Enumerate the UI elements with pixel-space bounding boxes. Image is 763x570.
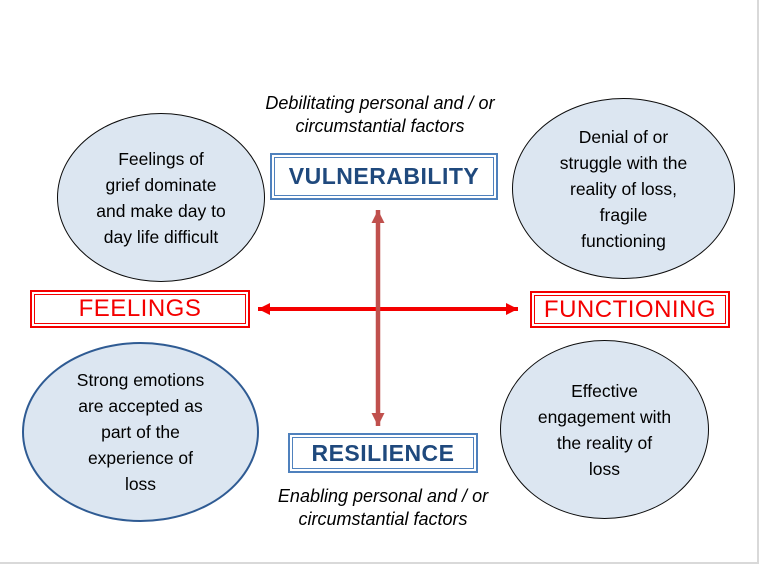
ellipse-text: Denial of or struggle with the reality o… (559, 126, 688, 251)
resilience-box: RESILIENCE (288, 433, 478, 473)
ellipse-feelings-vulnerability: Feelings of grief dominate and make day … (57, 113, 265, 282)
enabling-factors-caption: Enabling personal and / or circumstantia… (277, 486, 489, 529)
resilience-label: RESILIENCE (311, 439, 455, 466)
functioning-label: FUNCTIONING (543, 295, 717, 323)
ellipse-text: Effective engagement with the reality of… (537, 380, 672, 479)
vulnerability-label: VULNERABILITY (288, 163, 480, 189)
feelings-label: FEELINGS (78, 295, 202, 322)
ellipse-text: Feelings of grief dominate and make day … (96, 148, 226, 247)
ellipse-feelings-resilience: Strong emotions are accepted as part of … (22, 342, 259, 522)
ellipse-text: Strong emotions are accepted as part of … (76, 370, 205, 494)
page-edge-right (757, 0, 759, 564)
ellipse-functioning-vulnerability: Denial of or struggle with the reality o… (512, 98, 735, 279)
debilitating-factors-caption: Debilitating personal and / or circumsta… (265, 93, 495, 136)
feelings-box: FEELINGS (30, 290, 250, 328)
vulnerability-box: VULNERABILITY (270, 153, 498, 200)
page-edge-bottom (0, 562, 759, 564)
functioning-box: FUNCTIONING (530, 291, 730, 328)
ellipse-functioning-resilience: Effective engagement with the reality of… (500, 340, 709, 519)
